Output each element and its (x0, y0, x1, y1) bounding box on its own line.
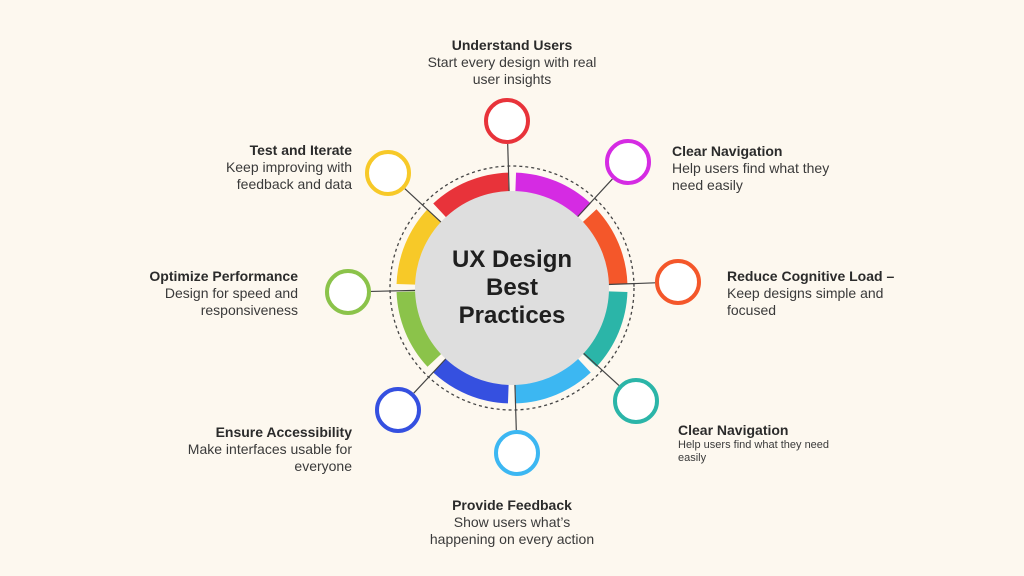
connector-line (514, 383, 517, 431)
practice-desc-line: need easily (672, 177, 743, 193)
connector-line (582, 352, 620, 386)
ring-segment (515, 172, 591, 218)
practice-node (605, 139, 651, 185)
practice-title: Clear Navigation (678, 422, 789, 438)
practice-label-ensure-accessibility: Ensure Accessibility Make interfaces usa… (152, 424, 352, 475)
connector-line (607, 282, 656, 286)
practice-desc-line: Design for speed and (164, 285, 298, 301)
practice-desc-line: Help users find what they (672, 160, 830, 176)
ring-segment (396, 291, 442, 367)
practice-desc-line: Show users what’s (453, 514, 571, 530)
practice-label-test-and-iterate: Test and Iterate Keep improving with fee… (172, 142, 352, 193)
practice-desc-line: focused (727, 302, 777, 318)
center-hub (415, 191, 609, 385)
practice-node (375, 387, 421, 433)
connector-line (507, 143, 510, 193)
practice-node (494, 430, 540, 476)
connector-line (370, 289, 417, 293)
practice-title: Test and Iterate (249, 142, 352, 158)
practice-desc-line: user insights (472, 71, 552, 87)
center-title-line-3: Practices (458, 302, 566, 329)
segment-ring (396, 172, 628, 404)
practice-label-optimize-performance: Optimize Performance Design for speed an… (118, 268, 298, 319)
practice-label-clear-navigation: Clear Navigation Help users find what th… (672, 143, 872, 194)
practice-title: Reduce Cognitive Load – (727, 268, 895, 284)
ring-segment (396, 209, 442, 285)
nodes (325, 98, 701, 476)
practice-desc-line: responsiveness (200, 302, 298, 318)
practice-desc-line: easily (678, 452, 707, 464)
practice-node (365, 150, 411, 196)
practice-desc-line: Make interfaces usable for (187, 441, 352, 457)
practice-desc-line: everyone (294, 458, 352, 474)
practice-node (613, 378, 659, 424)
practice-desc-line: Keep improving with (225, 159, 352, 175)
connector-line (413, 357, 447, 394)
practice-label-reduce-cognitive-load: Reduce Cognitive Load – Keep designs sim… (727, 268, 927, 319)
practice-node (325, 269, 371, 315)
practice-label-provide-feedback: Provide Feedback Show users what’s happe… (400, 497, 624, 548)
ring-segment (433, 172, 509, 218)
practice-desc-line: feedback and data (236, 176, 352, 192)
center-title-line-1: UX Design (451, 246, 573, 273)
practice-title: Ensure Accessibility (215, 424, 352, 440)
ring-segment (515, 358, 591, 404)
connector-line (404, 188, 443, 224)
practice-desc-line: Start every design with real (427, 54, 597, 70)
practice-title: Optimize Performance (149, 268, 298, 284)
practice-node (484, 98, 530, 144)
practice-desc-line: Keep designs simple and (727, 285, 884, 301)
dashed-outer-circle (389, 165, 635, 411)
practice-title: Provide Feedback (452, 497, 572, 513)
ring-segment (582, 291, 628, 367)
ring-segment (582, 209, 628, 285)
connector-line (576, 178, 613, 218)
practice-node (655, 259, 701, 305)
center-title: UX Design Best Practices (432, 246, 592, 330)
center-title-line-2: Best (485, 274, 539, 301)
practice-desc-line: happening on every action (429, 531, 595, 547)
practice-desc-line: Help users find what they need (678, 439, 830, 451)
practice-label-understand-users: Understand Users Start every design with… (400, 37, 624, 88)
ring-segment (433, 358, 509, 404)
connectors (370, 143, 656, 431)
practice-title: Understand Users (451, 37, 573, 53)
practice-label-clear-navigation-2: Clear Navigation Help users find what th… (678, 422, 878, 465)
practice-title: Clear Navigation (672, 143, 783, 159)
